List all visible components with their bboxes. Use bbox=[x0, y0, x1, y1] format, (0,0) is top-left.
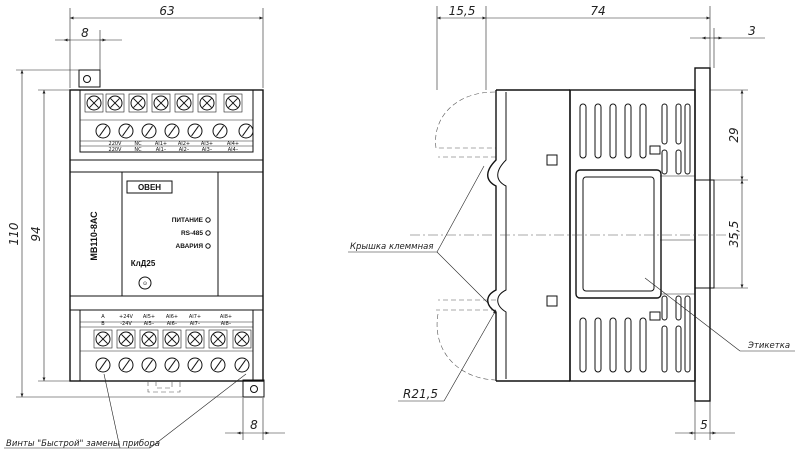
terminal-label: AI4– bbox=[228, 147, 239, 153]
dim-front-total-height: 110 bbox=[7, 222, 21, 245]
terminal-label: AI5+ bbox=[143, 314, 155, 320]
bottom-terminal-block bbox=[79, 309, 254, 382]
terminal-label: AI3– bbox=[202, 147, 213, 153]
dim-side-35: 35,5 bbox=[727, 221, 741, 248]
dim-front-width: 63 bbox=[159, 4, 174, 18]
terminal-screw-icon bbox=[151, 93, 171, 113]
terminal-screw-icon bbox=[223, 93, 243, 113]
led-power-icon bbox=[205, 217, 211, 223]
terminal-cover-label: Крышка клеммная bbox=[350, 242, 433, 252]
dim-side-depth: 74 bbox=[590, 4, 605, 18]
terminal-label: 220V bbox=[109, 141, 123, 147]
terminal-screw-icon bbox=[164, 123, 180, 139]
terminal-label: A bbox=[101, 314, 105, 320]
bottom-terminal-labels: A +24V AI5+ AI6+ AI7+ AI8+ B -24V AI5– AI6– AI7– AI… bbox=[101, 314, 232, 327]
terminal-label: +24V bbox=[119, 314, 134, 320]
top-terminal-labels: 220V NC AI1+ AI2+ AI3+ AI4+ 220V NC AI1– AI2– AI3–… bbox=[109, 141, 240, 153]
led-rs485-icon bbox=[205, 230, 211, 236]
model-label: МВ110-8АС bbox=[89, 211, 99, 261]
terminal-screw-icon bbox=[116, 329, 136, 349]
indicator-alarm-label: АВАРИЯ bbox=[176, 243, 204, 250]
vent-slots-bottom bbox=[579, 295, 691, 373]
terminal-label: NC bbox=[134, 141, 142, 147]
screws-label: Винты "Быстрой" замены прибора bbox=[6, 439, 160, 449]
terminal-screw-icon bbox=[208, 329, 228, 349]
terminal-screw-icon bbox=[93, 329, 113, 349]
terminal-label: AI2+ bbox=[178, 141, 190, 147]
terminal-screw-icon bbox=[187, 123, 203, 139]
terminal-label: AI7– bbox=[190, 321, 201, 327]
bottom-screw-row-2 bbox=[95, 357, 250, 373]
front-view: 220V NC AI1+ AI2+ AI3+ AI4+ 220V NC AI1– AI2– AI3–… bbox=[4, 4, 285, 449]
side-view: 15,5 74 3 29 35,5 5 R21,5 Крышк bbox=[348, 4, 795, 440]
class-label: КлД25 bbox=[131, 259, 156, 268]
terminal-screw-icon bbox=[185, 329, 205, 349]
terminal-screw-icon bbox=[105, 93, 125, 113]
dim-side-5: 5 bbox=[700, 418, 708, 432]
terminal-label: B bbox=[101, 321, 105, 327]
svg-text:⊙: ⊙ bbox=[143, 281, 147, 287]
terminal-label: AI3+ bbox=[201, 141, 213, 147]
ce-mark-icon bbox=[138, 276, 152, 290]
terminal-screw-icon bbox=[232, 329, 252, 349]
terminal-screw-icon bbox=[139, 329, 159, 349]
terminal-label: AI6+ bbox=[166, 314, 178, 320]
terminal-screw-icon bbox=[128, 93, 148, 113]
indicator-rs485-label: RS-485 bbox=[181, 230, 203, 237]
dim-radius: R21,5 bbox=[403, 387, 438, 401]
terminal-screw-icon bbox=[162, 329, 182, 349]
sticker-window bbox=[575, 169, 662, 299]
terminal-label: AI6– bbox=[167, 321, 178, 327]
indicator-power-label: ПИТАНИЕ bbox=[172, 217, 204, 224]
terminal-screw-icon bbox=[84, 93, 104, 113]
terminal-screw-icon bbox=[118, 357, 134, 373]
dim-side-rail: 3 bbox=[748, 24, 756, 38]
terminal-label: AI1+ bbox=[155, 141, 167, 147]
dim-front-inner-height: 94 bbox=[29, 226, 43, 241]
led-alarm-icon bbox=[205, 243, 211, 249]
terminal-screw-icon bbox=[212, 123, 228, 139]
dim-side-29: 29 bbox=[727, 127, 741, 142]
terminal-label: AI8– bbox=[221, 321, 232, 327]
top-terminal-block bbox=[79, 89, 254, 153]
terminal-label: 220V bbox=[109, 147, 123, 153]
terminal-screw-icon bbox=[141, 357, 157, 373]
dim-front-8-top: 8 bbox=[81, 26, 89, 40]
terminal-label: AI1– bbox=[156, 147, 167, 153]
terminal-label: AI4+ bbox=[227, 141, 239, 147]
top-screw-row-2 bbox=[95, 123, 254, 139]
vent-slots-top bbox=[579, 103, 691, 175]
terminal-screw-icon bbox=[210, 357, 226, 373]
terminal-screw-icon bbox=[187, 357, 203, 373]
bottom-screw-row-1 bbox=[93, 329, 252, 349]
terminal-screw-icon bbox=[164, 357, 180, 373]
terminal-screw-icon bbox=[238, 123, 254, 139]
terminal-label: NC bbox=[134, 147, 142, 153]
terminal-screw-icon bbox=[197, 93, 217, 113]
terminal-screw-icon bbox=[95, 357, 111, 373]
terminal-label: AI2– bbox=[179, 147, 190, 153]
top-screw-row-1 bbox=[84, 93, 243, 113]
terminal-label: AI7+ bbox=[189, 314, 201, 320]
dim-front-8-bottom: 8 bbox=[250, 418, 258, 432]
sticker-label: Этикетка bbox=[747, 341, 790, 351]
terminal-label: AI8+ bbox=[220, 314, 232, 320]
terminal-screw-icon bbox=[141, 123, 157, 139]
terminal-screw-icon bbox=[174, 93, 194, 113]
terminal-label: -24V bbox=[120, 321, 132, 327]
logo: ОВЕН bbox=[138, 183, 161, 192]
terminal-label: AI5– bbox=[144, 321, 155, 327]
terminal-screw-icon bbox=[95, 123, 111, 139]
terminal-screw-icon bbox=[234, 357, 250, 373]
din-rail-clip bbox=[694, 67, 711, 402]
logo-frame bbox=[126, 180, 173, 194]
terminal-screw-icon bbox=[118, 123, 134, 139]
dim-side-offset: 15,5 bbox=[449, 4, 476, 18]
